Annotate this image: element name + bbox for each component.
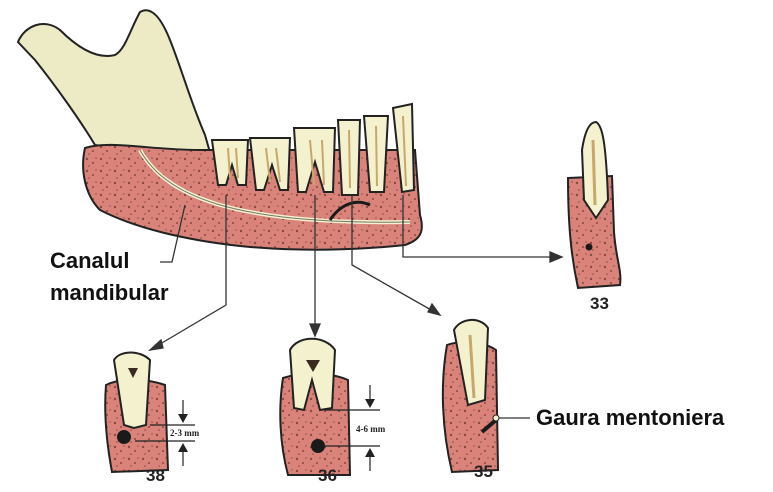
section-33	[568, 122, 620, 288]
canal-label-line2: mandibular	[50, 280, 169, 306]
measure-38: 2-3 mm	[170, 428, 199, 438]
section-36-label: 36	[318, 466, 337, 486]
section-35	[443, 320, 499, 472]
section-36	[280, 339, 380, 475]
section-35-label: 35	[474, 462, 493, 482]
mandible	[18, 10, 422, 249]
foramen-label: Gaura mentoniera	[536, 405, 724, 431]
measure-36: 4-6 mm	[356, 424, 385, 434]
section-38-label: 38	[146, 466, 165, 486]
section-33-label: 33	[590, 294, 609, 314]
section-38	[105, 353, 195, 473]
canal-label-line1: Canalul	[50, 248, 129, 274]
